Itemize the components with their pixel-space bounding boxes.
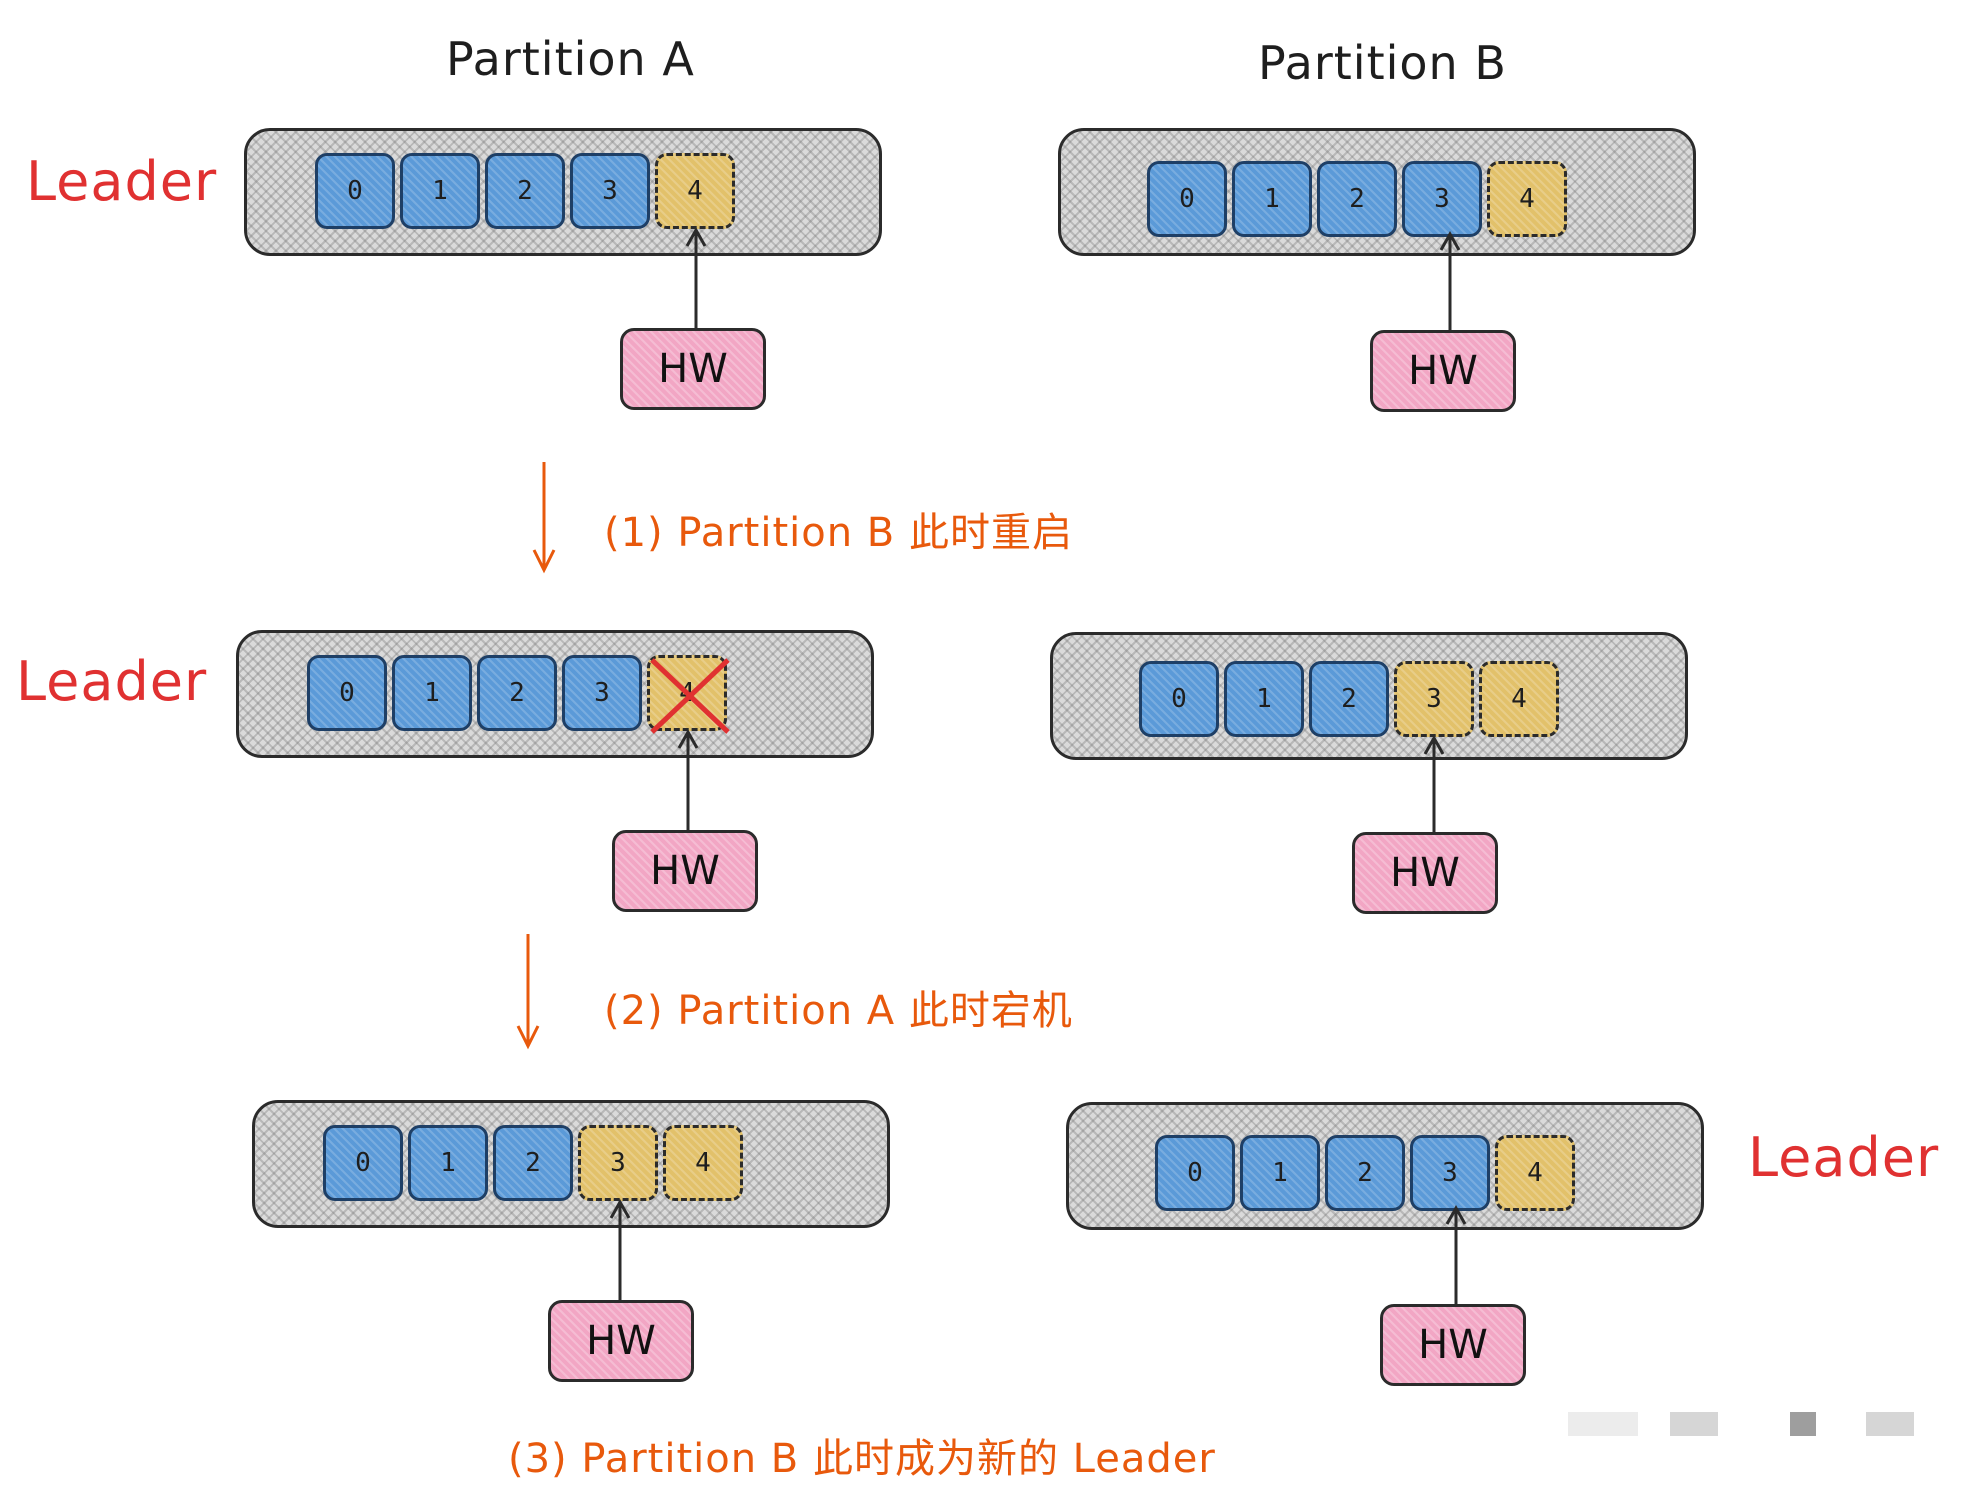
partition-a-title: Partition A: [446, 32, 695, 86]
message-cell: 3: [1394, 661, 1474, 737]
step-3-label: (3) Partition B 此时成为新的 Leader: [508, 1436, 1216, 1482]
stage-2-partition-a-log: 0 1 2 3 4: [236, 630, 874, 758]
stage-2-a-hw-marker: HW: [612, 830, 758, 912]
message-cell: 0: [323, 1125, 403, 1201]
message-cell: 4: [1479, 661, 1559, 737]
message-cell: 1: [392, 655, 472, 731]
message-cell: 2: [1317, 161, 1397, 237]
leader-label-stage-2: Leader: [16, 650, 208, 713]
message-cell: 1: [400, 153, 480, 229]
message-cell: 2: [1309, 661, 1389, 737]
message-cell: 0: [315, 153, 395, 229]
message-cell: 1: [1224, 661, 1304, 737]
message-cell: 4: [1495, 1135, 1575, 1211]
message-cell: 3: [562, 655, 642, 731]
message-cell: 2: [477, 655, 557, 731]
message-cell: 4: [655, 153, 735, 229]
message-cell: 4: [647, 655, 730, 734]
message-cell: 0: [1155, 1135, 1235, 1211]
message-cell: 1: [1232, 161, 1312, 237]
message-cell: 1: [408, 1125, 488, 1201]
watermark: [1560, 1412, 1940, 1452]
message-cell: 1: [1240, 1135, 1320, 1211]
stage-1-b-hw-marker: HW: [1370, 330, 1516, 412]
message-cell: 3: [1402, 161, 1482, 237]
stage-1-partition-b-log: 0 1 2 3 4: [1058, 128, 1696, 256]
message-cell: 2: [485, 153, 565, 229]
message-cell: 3: [578, 1125, 658, 1201]
step-2-label: (2) Partition A 此时宕机: [604, 988, 1073, 1034]
message-cell: 0: [1139, 661, 1219, 737]
stage-3-partition-a-log: 0 1 2 3 4: [252, 1100, 890, 1228]
stage-3-a-hw-marker: HW: [548, 1300, 694, 1382]
message-cell: 3: [570, 153, 650, 229]
message-cell: 3: [1410, 1135, 1490, 1211]
stage-2-b-hw-marker: HW: [1352, 832, 1498, 914]
stage-1-a-hw-marker: HW: [620, 328, 766, 410]
stage-3-b-hw-marker: HW: [1380, 1304, 1526, 1386]
leader-label-stage-3: Leader: [1748, 1126, 1940, 1189]
message-cell: 4: [663, 1125, 743, 1201]
truncated-cross-icon: [650, 658, 730, 734]
leader-label-stage-1: Leader: [26, 150, 218, 213]
message-cell: 2: [493, 1125, 573, 1201]
stage-1-partition-a-log: 0 1 2 3 4: [244, 128, 882, 256]
stage-2-partition-b-log: 0 1 2 3 4: [1050, 632, 1688, 760]
step-1-label: (1) Partition B 此时重启: [604, 510, 1073, 556]
message-cell: 4: [1487, 161, 1567, 237]
stage-3-partition-b-log: 0 1 2 3 4: [1066, 1102, 1704, 1230]
partition-b-title: Partition B: [1258, 36, 1507, 90]
message-cell: 0: [307, 655, 387, 731]
message-cell: 2: [1325, 1135, 1405, 1211]
message-cell: 0: [1147, 161, 1227, 237]
